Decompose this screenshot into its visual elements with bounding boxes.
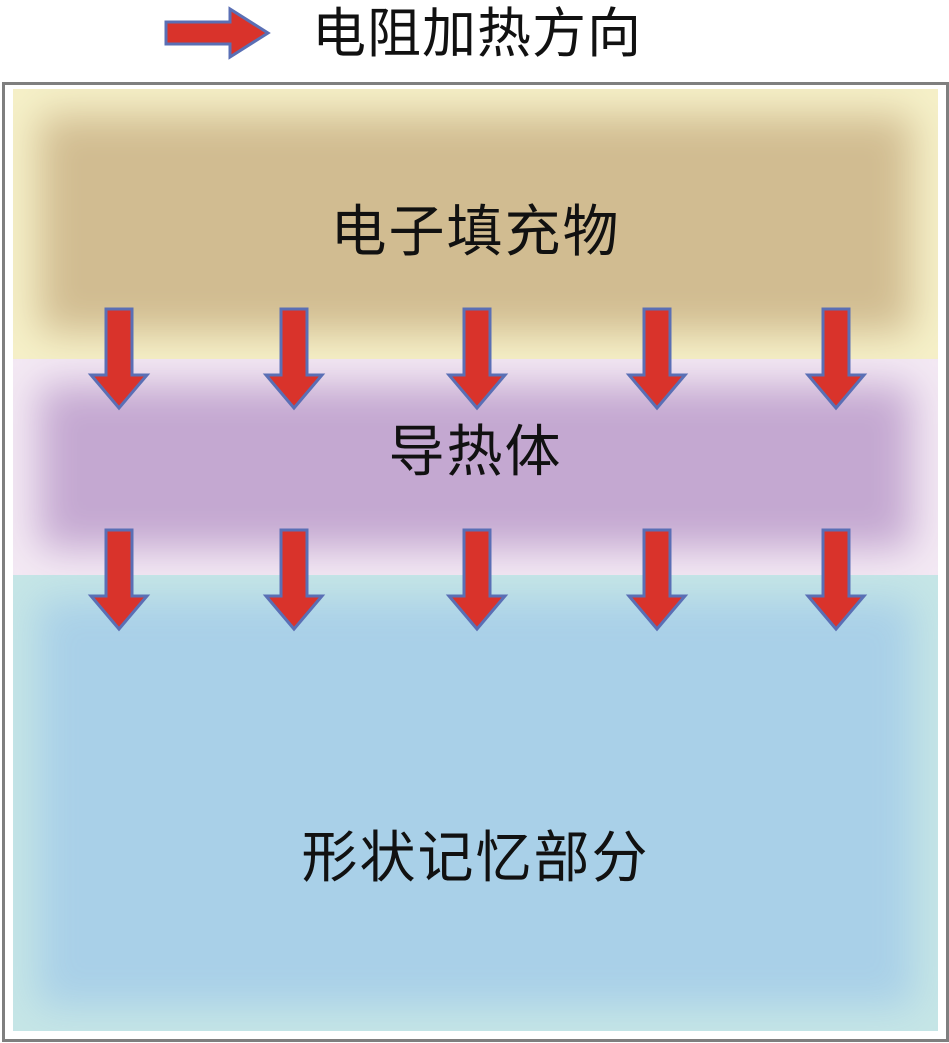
- electronic-filler-layer: 电子填充物: [13, 89, 938, 359]
- heat-conductor-layer: 导热体: [13, 359, 938, 575]
- legend-label: 电阻加热方向: [312, 2, 642, 65]
- diagram-frame: 电子填充物 导热体 形状记忆部分: [2, 82, 949, 1042]
- shape-memory-layer: 形状记忆部分: [13, 575, 938, 1031]
- legend: 电阻加热方向: [0, 0, 949, 80]
- right-arrow-icon: [164, 6, 271, 60]
- shape-memory-label: 形状记忆部分: [301, 826, 650, 891]
- electronic-filler-label: 电子填充物: [330, 200, 621, 265]
- heat-conductor-label: 导热体: [388, 420, 563, 485]
